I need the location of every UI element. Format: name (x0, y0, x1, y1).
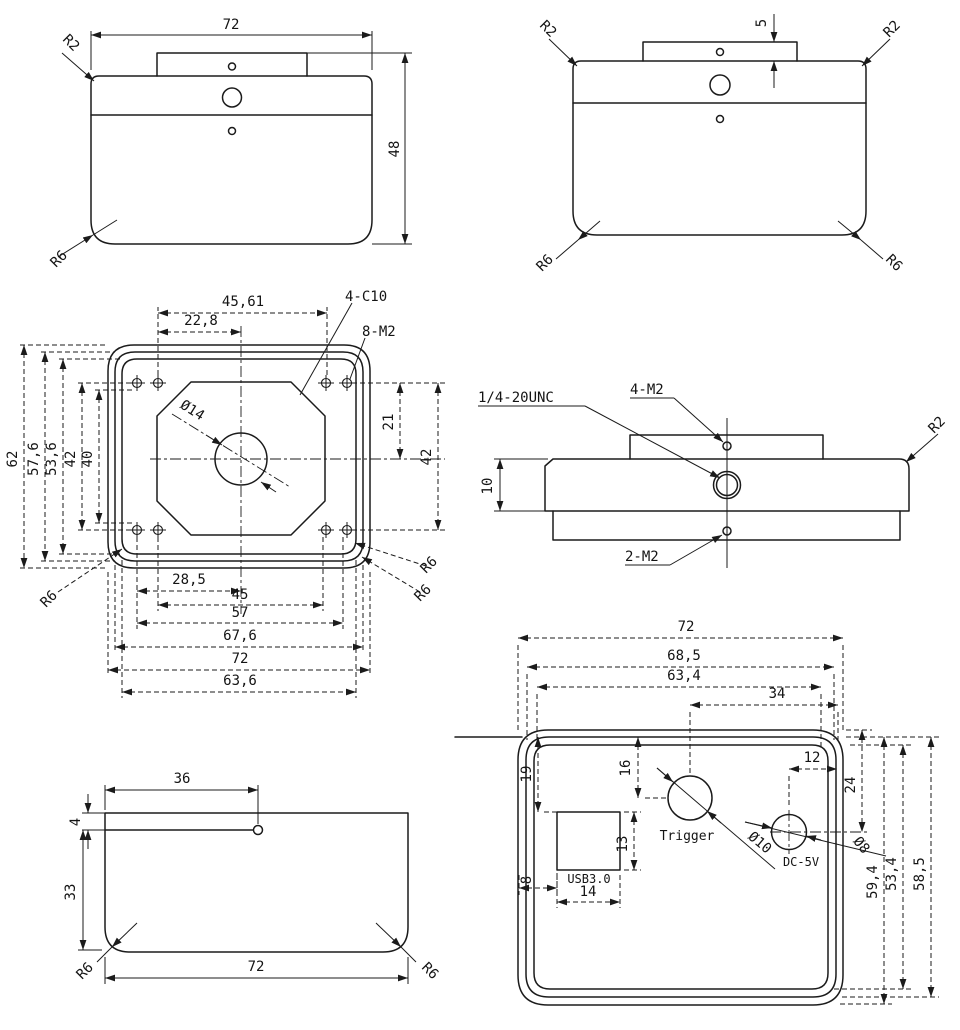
m4-callout: 4-M2 (630, 382, 664, 398)
trigger-diameter-label: Ø10 (745, 829, 775, 858)
rear-view: 5 R2 R2 R6 R6 (534, 14, 905, 275)
dim-4: 4 (68, 818, 84, 826)
dim-36: 36 (174, 771, 191, 787)
dim-53-4: 53,4 (884, 857, 900, 891)
dim-span-half: 22,8 (184, 313, 218, 329)
front-hole (221, 87, 243, 108)
radius-bottom-right-label: R6 (882, 252, 905, 275)
back-panel-dimensions: 72 68,5 63,4 34 19 16 Ø10 Ø8 12 (517, 619, 939, 1005)
mounting-face-dimensions: 45,61 22,8 4-C10 8-M2 Ø14 21 42 62 57,6 … (5, 289, 445, 698)
dim-68-5: 68,5 (667, 648, 701, 664)
dim-63-4: 63,4 (667, 668, 701, 684)
rear-hole (709, 74, 731, 96)
mounting-face-view: 45,61 22,8 4-C10 8-M2 Ø14 21 42 62 57,6 … (5, 289, 445, 698)
dim-57-6: 57,6 (26, 442, 42, 476)
dim-12: 12 (804, 750, 821, 766)
dim-57: 57 (232, 605, 249, 621)
bore-diameter-label: Ø14 (177, 397, 207, 424)
radius-top-left-label: R2 (536, 18, 559, 41)
dim-59-4: 59,4 (865, 865, 881, 899)
radius-br-label-2: R6 (412, 582, 435, 605)
radius-bl-label: R6 (74, 960, 97, 983)
back-panel-view: USB3.0 Trigger DC-5V 72 68,5 63,4 34 19 … (454, 619, 939, 1006)
dim-21: 21 (381, 414, 397, 431)
radius-br-label-1: R6 (418, 554, 441, 577)
front-view-outline (90, 52, 373, 245)
m2-callout: 2-M2 (625, 549, 659, 565)
bottom-side-view: 1/4-20UNC 4-M2 2-M2 R2 10 (478, 382, 949, 568)
radius-top-right-label: R2 (881, 18, 904, 41)
radius-bottom-left-label: R6 (534, 252, 557, 275)
bottom-side-outline (544, 418, 910, 568)
trigger-hole (667, 775, 713, 821)
dim-tab-height: 5 (754, 19, 770, 27)
chamfered-pocket (156, 381, 326, 536)
dim-13: 13 (615, 836, 631, 853)
thread-callout: 1/4-20UNC (478, 390, 554, 406)
dim-24: 24 (843, 777, 859, 794)
radius-bl-label: R6 (38, 588, 61, 611)
mounting-face-outline (107, 326, 445, 614)
dim-62: 62 (5, 451, 21, 468)
dim-34: 34 (769, 686, 786, 702)
dim-67-6: 67,6 (223, 628, 257, 644)
dim-45: 45 (232, 587, 249, 603)
dim-28-5: 28,5 (172, 572, 206, 588)
rear-view-outline (572, 41, 867, 236)
tab-hole (715, 47, 725, 57)
dim-19: 19 (519, 766, 535, 783)
radius-top-label: R2 (59, 32, 82, 55)
dim-14: 14 (580, 884, 597, 900)
m2-hole-bottom (722, 526, 732, 536)
trigger-label: Trigger (660, 829, 715, 844)
dim-8: 8 (519, 876, 535, 884)
thread-note: 8-M2 (362, 324, 396, 340)
dim-span-top: 45,61 (222, 294, 264, 310)
dim-42-right: 42 (419, 449, 435, 466)
dc-label: DC-5V (783, 855, 819, 869)
dim-height: 48 (387, 141, 403, 158)
dim-53-6: 53,6 (44, 442, 60, 476)
back-panel-labels: USB3.0 Trigger DC-5V (567, 829, 819, 886)
tripod-thread-hole (712, 470, 742, 500)
dc-diameter-label: Ø8 (850, 834, 873, 857)
usb-cutout (556, 811, 621, 871)
front-small-hole (227, 126, 237, 136)
side-view: 36 4 33 72 R6 R6 (63, 771, 441, 984)
dim-42-left: 42 (63, 451, 79, 468)
rear-small-hole (715, 114, 725, 124)
front-view: 72 48 R2 R6 (48, 17, 412, 271)
mounting-holes (128, 374, 356, 539)
bottom-side-dimensions: 1/4-20UNC 4-M2 2-M2 R2 10 (478, 382, 949, 566)
dim-10: 10 (480, 478, 496, 495)
dim-33: 33 (63, 884, 79, 901)
radius-br-label: R6 (418, 960, 441, 983)
dim-72: 72 (248, 959, 265, 975)
dim-63-6: 63,6 (223, 673, 257, 689)
pin-hole (252, 824, 264, 836)
side-view-outline (104, 812, 409, 953)
dim-72: 72 (232, 651, 249, 667)
dim-40: 40 (80, 451, 96, 468)
dim-58-5: 58,5 (912, 857, 928, 891)
dim-72: 72 (678, 619, 695, 635)
radius-label: R2 (926, 414, 949, 437)
front-view-dimensions: 72 48 R2 R6 (48, 17, 412, 271)
usb-label: USB3.0 (567, 872, 610, 886)
tab-hole (227, 62, 237, 71)
dim-16: 16 (618, 760, 634, 777)
m2-hole-top (722, 441, 732, 451)
dim-width: 72 (223, 17, 240, 33)
chamfer-note: 4-C10 (345, 289, 387, 305)
